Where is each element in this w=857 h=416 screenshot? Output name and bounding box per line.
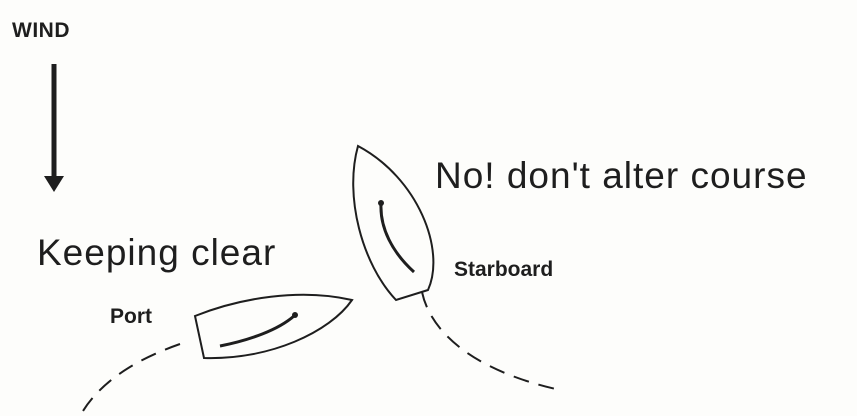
- starboard-label: Starboard: [454, 259, 553, 280]
- starboard-boat: [353, 146, 433, 300]
- port-wake: [80, 344, 180, 416]
- wind-label: WIND: [12, 20, 70, 41]
- port-label: Port: [110, 306, 152, 327]
- wind-arrow: [44, 64, 64, 192]
- starboard-wake: [422, 292, 560, 390]
- dont-alter-course-label: No! don't alter course: [435, 157, 808, 194]
- keeping-clear-label: Keeping clear: [37, 234, 276, 271]
- port-boat: [195, 295, 352, 358]
